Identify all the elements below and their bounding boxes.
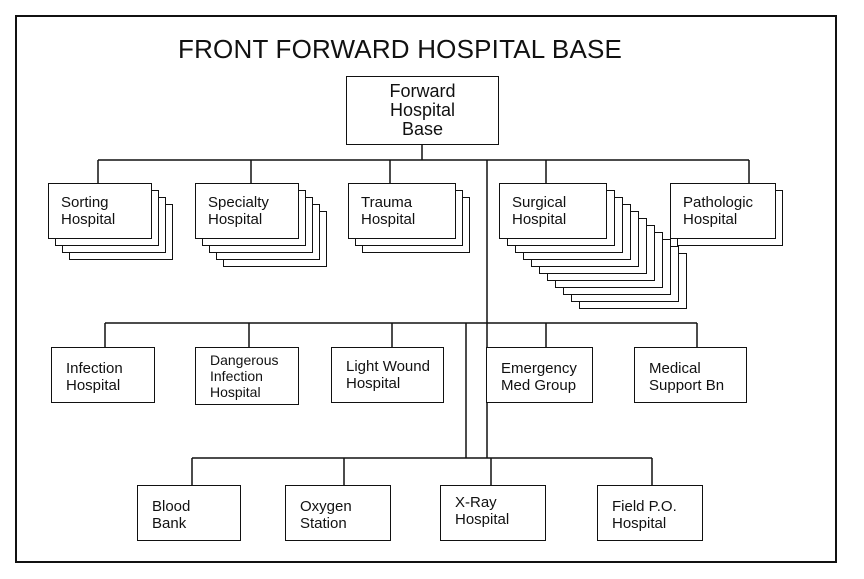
- tier2-node-emergency-med: Emergency Med Group: [486, 347, 593, 403]
- tier3-node-blood-bank: Blood Bank: [137, 485, 241, 541]
- tier2-node-emergency-med-label: Emergency Med Group: [501, 360, 577, 394]
- tier3-node-x-ray: X-Ray Hospital: [440, 485, 546, 541]
- tier1-node-surgical: Surgical Hospital: [499, 183, 607, 239]
- tier3-node-blood-bank-label: Blood Bank: [152, 498, 191, 532]
- tier3-node-x-ray-label: X-Ray Hospital: [455, 494, 510, 528]
- tier1-node-specialty: Specialty Hospital: [195, 183, 299, 239]
- tier1-node-trauma: Trauma Hospital: [348, 183, 456, 239]
- tier1-node-sorting-label: Sorting Hospital: [61, 194, 116, 228]
- tier1-node-trauma-label: Trauma Hospital: [361, 194, 416, 228]
- root-node: Forward Hospital Base: [346, 76, 499, 145]
- tier2-node-dangerous-infection-label: Dangerous Infection Hospital: [210, 352, 279, 400]
- tier2-node-infection-label: Infection Hospital: [66, 360, 123, 394]
- tier2-node-dangerous-infection: Dangerous Infection Hospital: [195, 347, 299, 405]
- tier1-node-sorting: Sorting Hospital: [48, 183, 152, 239]
- tier1-node-surgical-label: Surgical Hospital: [512, 194, 567, 228]
- tier3-node-field-po-label: Field P.O. Hospital: [612, 498, 677, 532]
- tier1-node-pathologic: Pathologic Hospital: [670, 183, 776, 239]
- tier1-node-specialty-label: Specialty Hospital: [208, 194, 269, 228]
- tier2-node-medical-support-label: Medical Support Bn: [649, 360, 725, 394]
- tier3-node-oxygen-station-label: Oxygen Station: [300, 498, 352, 532]
- tier3-node-oxygen-station: Oxygen Station: [285, 485, 391, 541]
- diagram-frame: [15, 15, 837, 563]
- tier3-node-field-po: Field P.O. Hospital: [597, 485, 703, 541]
- diagram-title: FRONT FORWARD HOSPITAL BASE: [178, 34, 623, 64]
- tier2-node-light-wound: Light Wound Hospital: [331, 347, 444, 403]
- tier2-node-medical-support: Medical Support Bn: [634, 347, 747, 403]
- root-node-label: Forward Hospital Base: [389, 81, 456, 139]
- tier2-node-infection: Infection Hospital: [51, 347, 155, 403]
- tier1-node-pathologic-label: Pathologic Hospital: [683, 194, 754, 228]
- tier2-node-light-wound-label: Light Wound Hospital: [346, 358, 430, 392]
